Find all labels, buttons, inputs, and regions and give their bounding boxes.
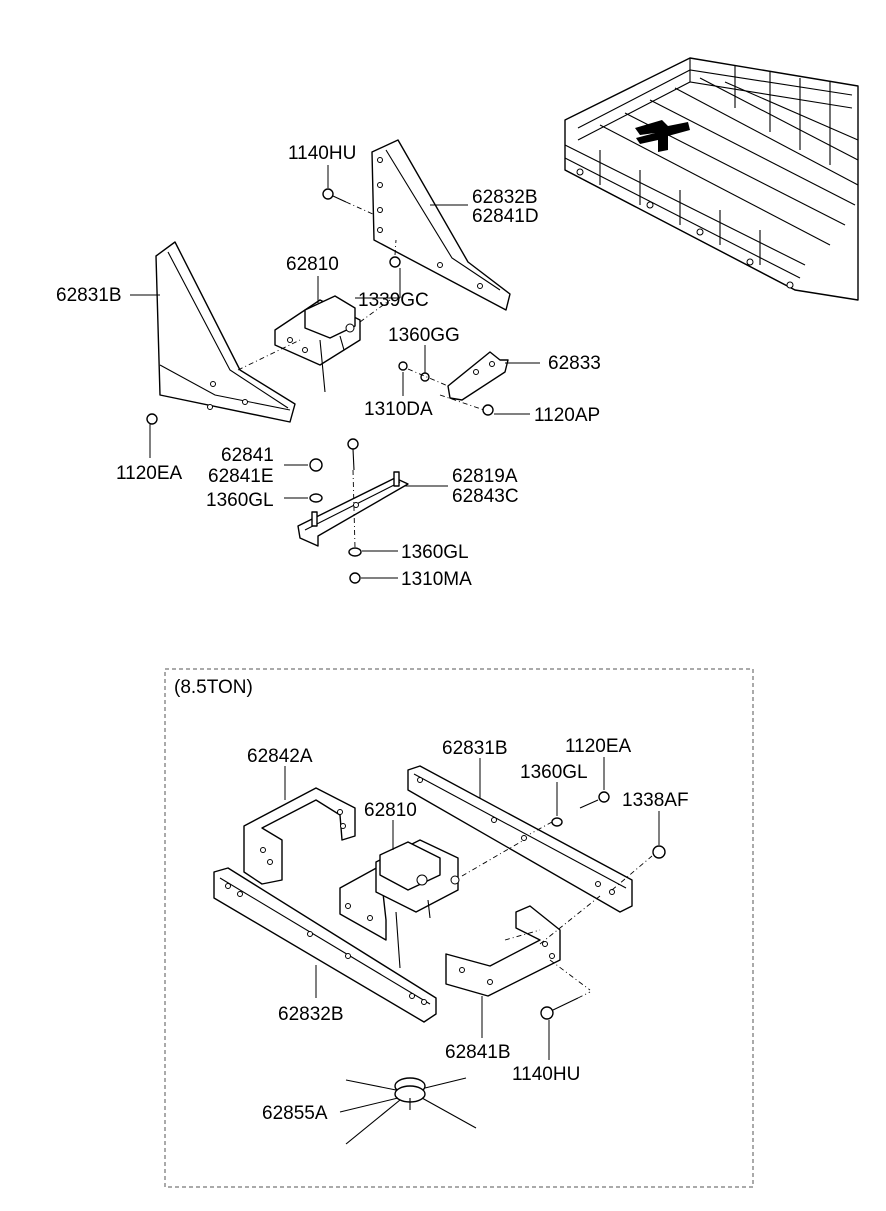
label-1360gl-b: 1360GL	[401, 542, 469, 563]
label-62831b: 62831B	[56, 285, 122, 306]
leaders-box	[284, 757, 660, 1113]
nut-1339gc-icon	[389, 256, 401, 268]
bolt-1120ea-box-icon	[598, 791, 610, 803]
label-62841e: 62841E	[208, 466, 274, 487]
label-62841d: 62841D	[472, 206, 539, 227]
label-1140hu: 1140HU	[288, 143, 356, 164]
label-62842a: 62842A	[247, 746, 313, 767]
bracket-62842a-part	[243, 787, 356, 885]
fasteners-box	[540, 791, 666, 1020]
variant-title: (8.5TON)	[174, 677, 253, 698]
nut-1338af-icon	[652, 845, 666, 859]
hitch-62810-part	[274, 295, 361, 393]
label-1360gl-box: 1360GL	[520, 762, 588, 783]
label-62832b: 62832B	[472, 187, 538, 208]
label-62810: 62810	[286, 254, 339, 275]
bracket-62833-part	[447, 351, 509, 401]
label-62833: 62833	[548, 353, 601, 374]
bolt-1140hu-icon	[322, 188, 334, 200]
label-62819a: 62819A	[452, 466, 518, 487]
labels-box: 62842A 62831B 1120EA 1360GL 1338AF 62810…	[247, 736, 689, 1124]
variant-box-frame	[164, 668, 754, 1188]
rail-62831b-part	[407, 765, 633, 913]
bolt-1140hu-box-icon	[540, 1006, 554, 1020]
label-1360gl-a: 1360GL	[206, 490, 274, 511]
bracket-62831b-part	[155, 241, 296, 423]
labels-top: 1140HU 62832B 62841D 62810 62831B 1339GC…	[56, 143, 601, 590]
truck-bed-illustration	[564, 57, 859, 301]
washer-1360gl-box-icon	[551, 817, 563, 827]
hitch-62810-box-part	[339, 839, 460, 969]
assembly-lines-top	[237, 201, 485, 549]
bolt-1120ap-icon	[482, 404, 494, 416]
label-1339gc: 1339GC	[358, 290, 429, 311]
label-62843c: 62843C	[452, 486, 519, 507]
label-1120ea: 1120EA	[116, 463, 183, 484]
nut-1310da-icon	[398, 361, 408, 371]
label-1140hu-box: 1140HU	[512, 1064, 580, 1085]
nut-62841-icon	[309, 458, 323, 472]
label-62855a: 62855A	[262, 1103, 328, 1124]
rail-62832b-part	[213, 867, 437, 1023]
label-1360gg: 1360GG	[388, 325, 460, 346]
label-62831b-box: 62831B	[442, 738, 508, 759]
label-62841: 62841	[221, 445, 274, 466]
label-62832b-box: 62832B	[278, 1004, 344, 1025]
leaders-top	[130, 165, 540, 579]
label-62841b: 62841B	[445, 1042, 511, 1063]
washer-1360gl-b-icon	[348, 547, 362, 557]
label-1120ea-box: 1120EA	[565, 736, 632, 757]
label-1120ap: 1120AP	[534, 405, 600, 426]
crossbar-62819a-part	[297, 471, 409, 547]
eyebolt-icon	[347, 438, 359, 450]
label-62810-box: 62810	[364, 800, 417, 821]
assembly-lines-box	[461, 821, 653, 999]
label-1338af: 1338AF	[622, 790, 689, 811]
bracket-62841b-part	[445, 905, 561, 997]
label-1310da: 1310DA	[364, 399, 433, 420]
spider-62855a-part	[345, 1077, 477, 1145]
bolt-1120ea-icon	[146, 413, 158, 425]
fasteners-top	[146, 188, 494, 584]
label-1310ma: 1310MA	[401, 569, 472, 590]
nut-1310ma-icon	[349, 572, 361, 584]
washer-1360gl-icon	[309, 493, 323, 503]
bracket-62832b-part	[371, 139, 511, 311]
washer-1360gg-icon	[420, 372, 430, 382]
